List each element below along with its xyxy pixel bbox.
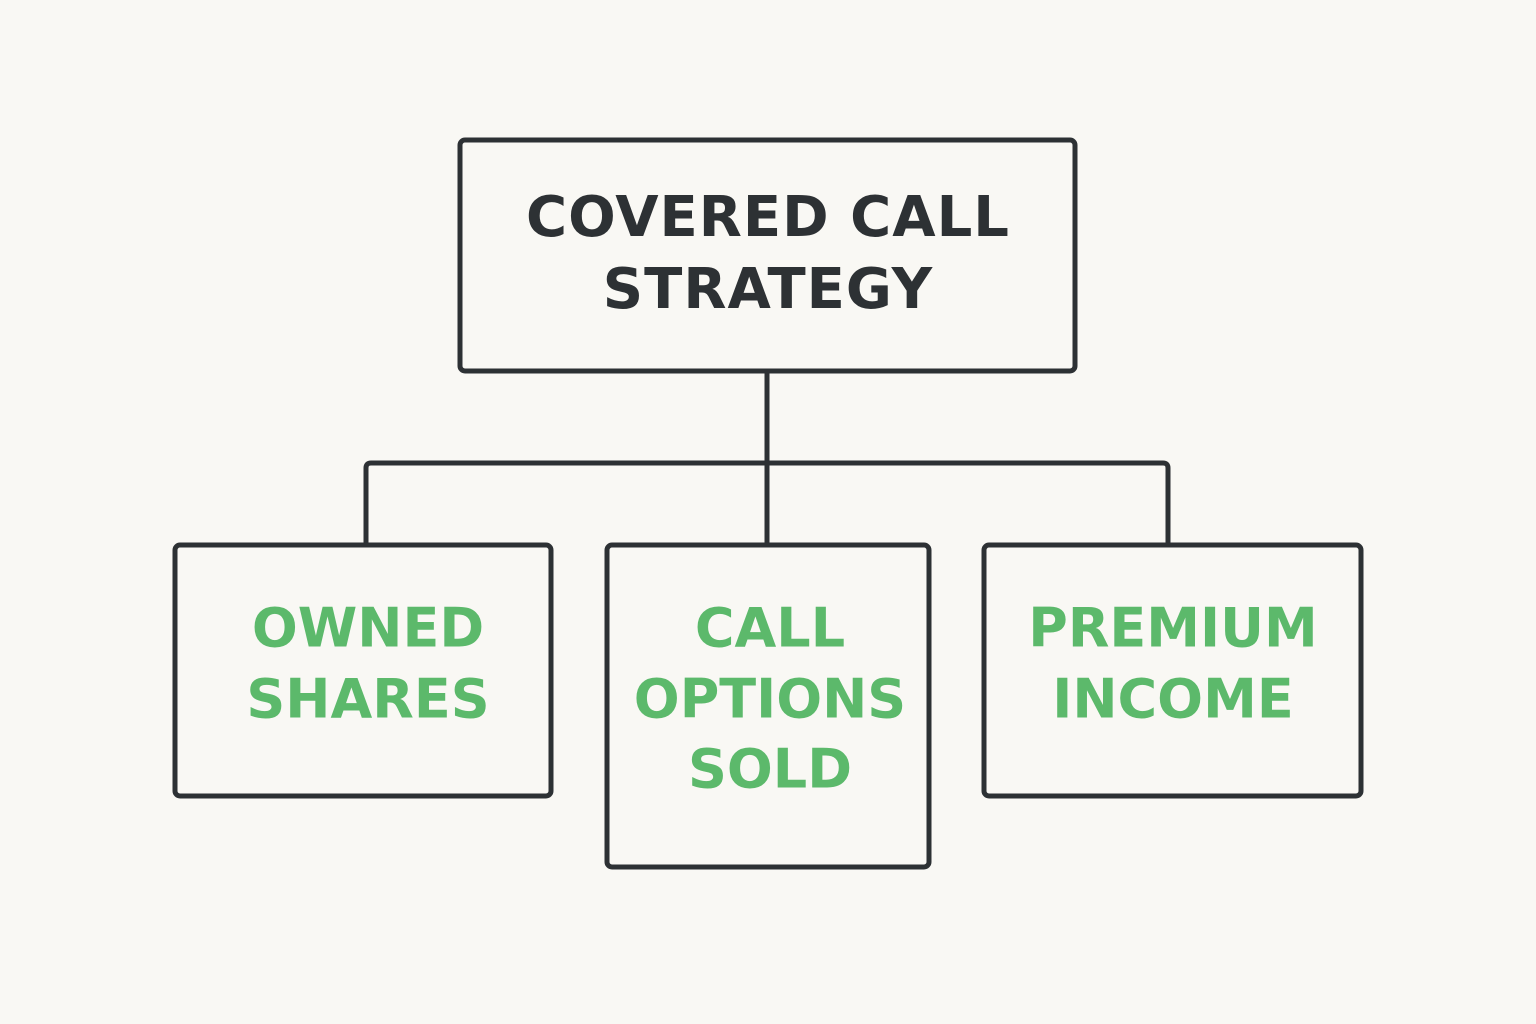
child-box-owned-shares: [172, 542, 554, 799]
root-node: COVERED CALL STRATEGY: [457, 137, 1078, 374]
root-label-line-1: COVERED CALL: [526, 185, 1010, 250]
child-label-owned-shares-line-2: SHARES: [246, 668, 489, 731]
child-label-call-options-sold-line-1: CALL: [695, 597, 845, 660]
child-node-premium-income: PREMIUM INCOME: [981, 542, 1364, 799]
child-label-owned-shares-line-1: OWNED: [252, 597, 484, 660]
child-label-call-options-sold-line-3: SOLD: [688, 738, 852, 801]
connectors: [363, 369, 1171, 546]
child-box-call-options-sold: [604, 542, 932, 870]
child-node-call-options-sold: CALL OPTIONS SOLD: [604, 542, 932, 870]
child-label-premium-income-line-1: PREMIUM: [1028, 597, 1317, 660]
child-label-premium-income-line-2: INCOME: [1052, 668, 1293, 731]
root-label-line-2: STRATEGY: [603, 257, 934, 322]
child-box-premium-income: [981, 542, 1364, 799]
root-box: [457, 137, 1078, 374]
child-label-call-options-sold-line-2: OPTIONS: [634, 668, 906, 731]
child-node-owned-shares: OWNED SHARES: [172, 542, 554, 799]
